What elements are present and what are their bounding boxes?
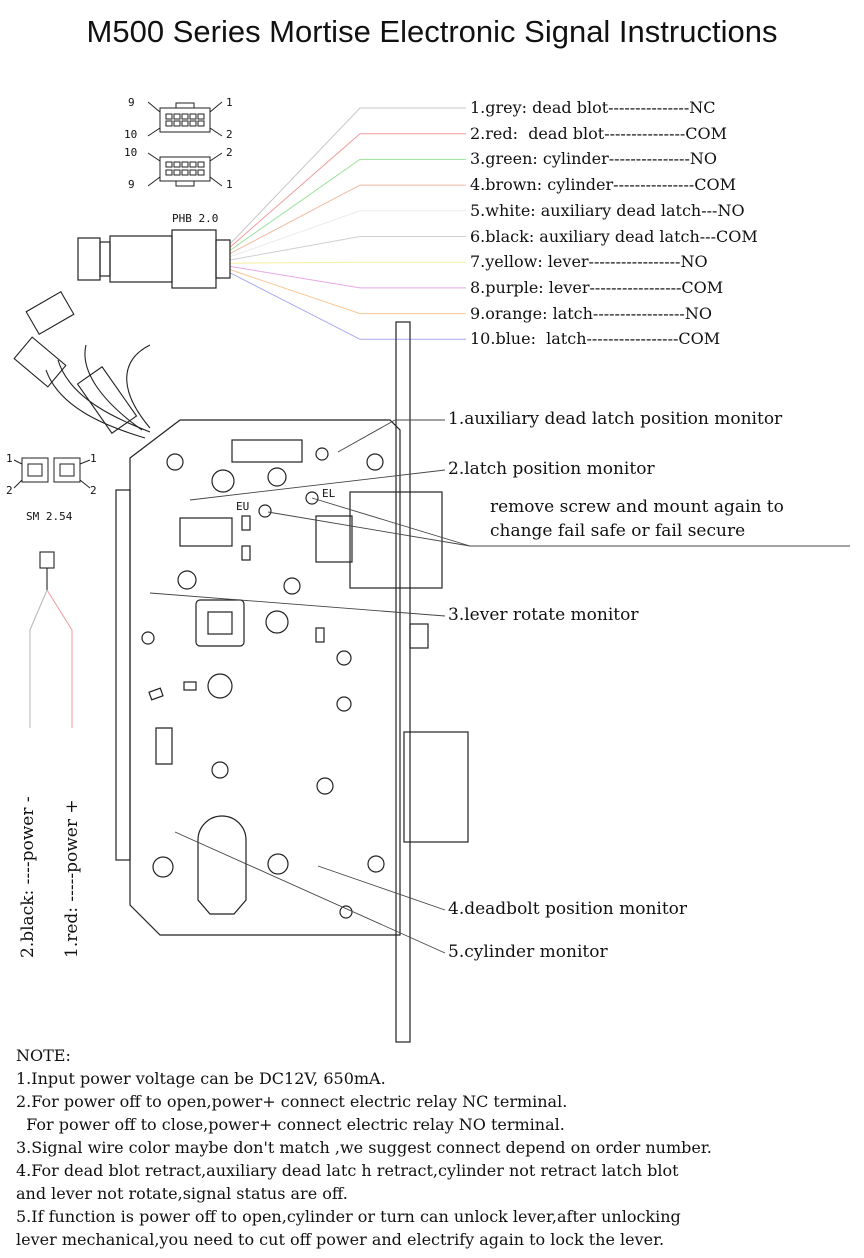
wire-item: 1.grey: dead blot---------------NC (470, 98, 716, 117)
note-line: 3.Signal wire color maybe don't match ,w… (16, 1138, 712, 1157)
wire-item: 9.orange: latch-----------------NO (470, 303, 712, 323)
page-title: M500 Series Mortise Electronic Signal In… (86, 14, 778, 49)
monitor-label: 1.auxiliary dead latch position monitor (448, 409, 783, 429)
monitor-label: 3.lever rotate monitor (448, 605, 639, 625)
pin-label: 1 (90, 452, 97, 465)
note-line: 4.For dead blot retract,auxiliary dead l… (16, 1161, 679, 1180)
phb-plug (77, 229, 231, 289)
note-text: remove screw and mount again to (490, 497, 784, 517)
wire-line (229, 107, 466, 245)
pin-label: 2 (226, 128, 233, 141)
note-line: For power off to close,power+ connect el… (16, 1115, 565, 1134)
phb-connector-top (147, 101, 223, 137)
wire-item: 4.brown: cylinder---------------COM (470, 175, 736, 195)
sm-label: SM 2.54 (26, 510, 73, 523)
pin-label: 10 (124, 146, 138, 159)
notes-section: NOTE: 1.Input power voltage can be DC12V,… (16, 1044, 856, 1251)
monitor-label: 4.deadbolt position monitor (448, 899, 688, 919)
wire-line (229, 265, 466, 289)
phb-label: PHB 2.0 (172, 212, 219, 225)
wire-line (229, 236, 466, 261)
wire-item: 6.black: auxiliary dead latch---COM (470, 226, 758, 246)
wire-line (229, 272, 466, 340)
cable-bundle (13, 290, 151, 439)
note-text: change fail safe or fail secure (490, 521, 746, 541)
lock-body (115, 321, 469, 1043)
power-lead (29, 551, 73, 728)
phb-connector-bottom (147, 152, 223, 187)
wire-line (229, 261, 466, 264)
monitor-label: 5.cylinder monitor (448, 942, 608, 962)
pin-label: 1 (226, 96, 233, 109)
pin-label: 9 (128, 96, 135, 109)
wire-line (229, 184, 466, 255)
pin-label: 1 (226, 178, 233, 191)
eu-label: EU (236, 500, 250, 513)
wire-item: 3.green: cylinder---------------NO (470, 149, 717, 169)
note-line: 2.For power off to open,power+ connect e… (16, 1092, 568, 1111)
power-minus-label: 2.black: ----power - (18, 796, 38, 958)
wire-line (229, 158, 466, 251)
pin-label: 2 (90, 484, 97, 497)
monitor-label: 2.latch position monitor (448, 459, 655, 479)
pin-label: 2 (226, 146, 233, 159)
wire-line (229, 269, 466, 315)
pin-label: 1 (6, 452, 13, 465)
wire-item: 8.purple: lever-----------------COM (470, 277, 724, 297)
wire-item: 5.white: auxiliary dead latch---NO (470, 200, 745, 220)
pin-label: 10 (124, 128, 138, 141)
note-line: NOTE: (16, 1046, 71, 1065)
wire-fan (229, 107, 466, 340)
power-plus-label: 1.red: -----power + (62, 799, 82, 958)
wire-line (229, 133, 466, 248)
el-label: EL (322, 487, 336, 500)
wire-item: 2.red: dead blot---------------COM (470, 123, 728, 143)
note-line: lever mechanical,you need to cut off pow… (16, 1230, 665, 1249)
monitor-leaders (149, 419, 850, 954)
pin-label: 2 (6, 484, 13, 497)
wire-line (229, 210, 466, 258)
note-line: and lever not rotate,signal status are o… (16, 1184, 348, 1203)
sm-connectors (13, 457, 91, 489)
note-line: 5.If function is power off to open,cylin… (16, 1207, 681, 1226)
wire-item: 10.blue: latch-----------------COM (470, 329, 721, 349)
wire-item: 7.yellow: lever-----------------NO (470, 252, 708, 272)
pin-label: 9 (128, 178, 135, 191)
note-line: 1.Input power voltage can be DC12V, 650m… (16, 1069, 386, 1088)
